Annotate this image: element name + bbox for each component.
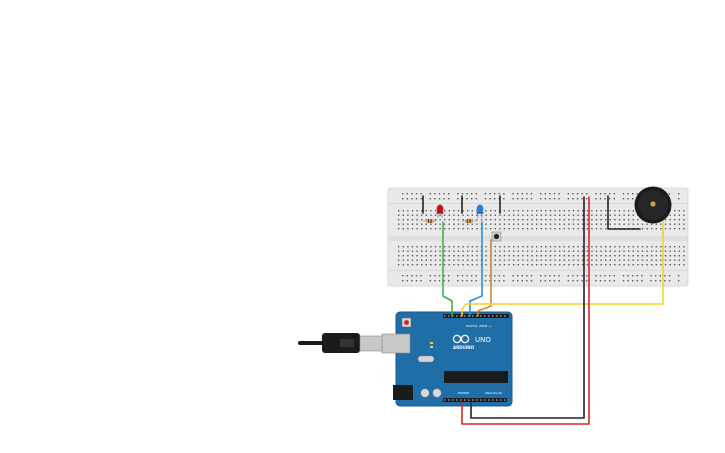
pushbutton[interactable]	[491, 231, 502, 242]
wire-green	[442, 221, 453, 317]
board-model: UNO	[475, 336, 491, 344]
board-brand: ARDUINO	[453, 345, 475, 350]
breadboard[interactable]	[387, 187, 689, 287]
arduino-logo	[452, 334, 470, 344]
breadboard-jumpers	[422, 195, 641, 230]
wire-yellow	[461, 221, 664, 317]
arduino-uno[interactable]: ARDUINO UNO DIGITAL (PWM~) POWER ANALOG …	[381, 311, 513, 407]
reset-button[interactable]	[404, 320, 409, 325]
power-header-label: POWER	[458, 391, 469, 395]
resistor[interactable]	[462, 219, 476, 223]
wires	[442, 196, 664, 425]
wire-black	[470, 196, 585, 419]
digital-header-label: DIGITAL (PWM~)	[466, 324, 491, 328]
blue-led[interactable]	[476, 204, 484, 219]
resistor[interactable]	[423, 219, 437, 223]
analog-power-header	[443, 398, 507, 402]
piezo-buzzer[interactable]	[634, 186, 672, 224]
wire-orange	[477, 239, 492, 317]
microcontroller-chip	[444, 371, 508, 383]
usb-socket	[381, 333, 411, 354]
analog-header-label: ANALOG IN	[485, 391, 502, 395]
usb-cable[interactable]	[298, 333, 383, 353]
wire-blue	[469, 221, 483, 317]
wire-red	[461, 196, 590, 425]
power-jack	[393, 385, 413, 400]
red-led[interactable]	[436, 204, 444, 219]
